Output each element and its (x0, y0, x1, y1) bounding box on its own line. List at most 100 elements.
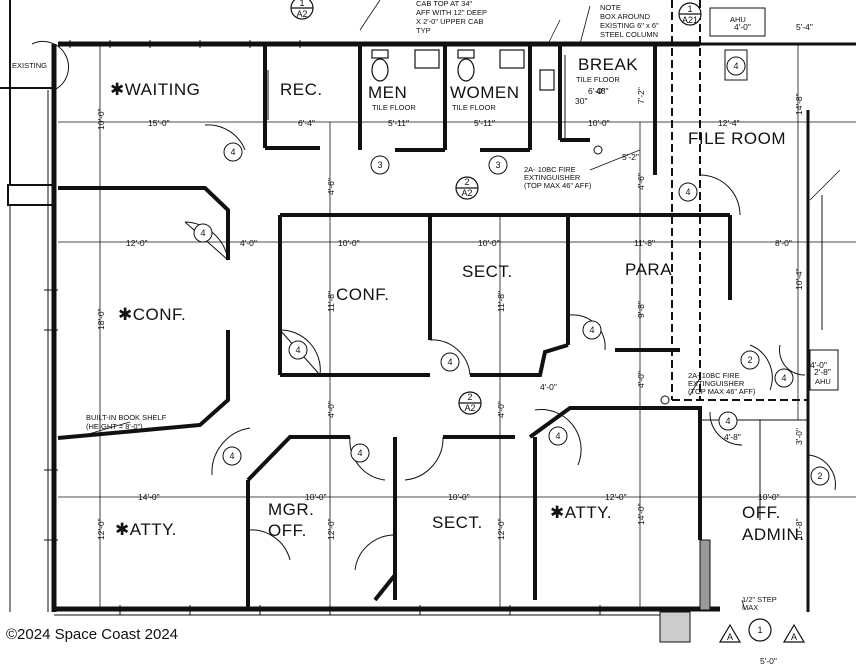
section-callouts (290, 0, 806, 643)
women-floor: TILE FLOOR (452, 103, 496, 112)
note-box-4: STEEL COLUMN (600, 30, 658, 39)
tag-door-4-e: 4 (295, 345, 300, 355)
room-conf-small: CONF. (336, 285, 390, 304)
dim-v-14-8: 14'-8" (794, 93, 804, 115)
label-existing: EXISTING (12, 61, 47, 70)
note-cab-1: CAB TOP AT 34" (416, 0, 473, 8)
dim-4-0-ahu: 4'-0" (810, 360, 827, 370)
note-box-1: NOTE (600, 3, 621, 12)
leader-lines (84, 0, 841, 611)
dim-10-0-sectb: 10'-0" (448, 492, 470, 502)
tag-door-4-j: 4 (555, 431, 560, 441)
room-men: MEN (368, 83, 407, 102)
note-shelf-2: (HEIGHT = 8'-0") (86, 422, 143, 431)
exterior-walls (0, 0, 856, 616)
dim-4-0-diag: 4'-0" (540, 382, 557, 392)
tag-door-3-b: 3 (495, 160, 500, 170)
tag-door-4-h: 4 (229, 451, 234, 461)
dim-12-0: 12'-0" (126, 238, 148, 248)
dim-4-0-top: 4'-0" (734, 22, 751, 32)
note-cab-4: TYP (416, 26, 431, 35)
dim-5-4: 5'-4" (796, 22, 813, 32)
dim-12-0-atty: 12'-0" (605, 492, 627, 502)
dim-12-4: 12'-4" (718, 118, 740, 128)
tag-labels: 4 4 3 3 4 4 4 4 4 4 4 4 2 4 4 2 1 A2 2 A… (200, 0, 822, 642)
tag-sec-low-num: 2 (467, 392, 472, 402)
dim-v-4-0b: 4'-0" (496, 401, 506, 418)
note-ext1-2: EXTINGUISHER (524, 173, 581, 182)
label-ahu-top: AHU (730, 15, 746, 24)
interior-walls (57, 44, 732, 609)
note-box-2: BOX AROUND (600, 12, 651, 21)
dim-11-8: 11'-8" (634, 238, 655, 248)
room-rec: REC. (280, 80, 323, 99)
room-atty-right: ✱ATTY. (550, 503, 612, 522)
dim-30: 30" (575, 96, 587, 106)
window-marks (44, 40, 601, 615)
plumbing-fixtures (371, 49, 555, 91)
dim-v-12-0a: 12'-0" (96, 518, 106, 540)
room-women: WOMEN (450, 83, 520, 102)
dimensions: 15'-0" 6'-4" 5'-11" 5'-11" 10'-0" 12'-4"… (96, 22, 831, 666)
door-tags (193, 56, 830, 486)
tag-sec-top-sheet: A2 (296, 9, 307, 19)
tag-door-3-a: 3 (377, 160, 382, 170)
tag-door-4-l: 4 (725, 416, 730, 426)
tag-door-2-a: 2 (747, 355, 752, 365)
note-ext2-2: EXTINGUISHER (688, 379, 745, 388)
dim-v-12-0b: 12'-0" (326, 518, 336, 540)
dim-5-11b: 5'-11" (474, 118, 495, 128)
dim-6-0: 6'-0" (588, 86, 605, 96)
dim-15-0: 15'-0" (148, 118, 170, 128)
tag-door-4-f: 4 (447, 357, 452, 367)
dim-v-4-6a: 4'-6" (326, 178, 336, 195)
dim-v-10-8: 10'-8" (794, 518, 804, 540)
note-box-3: EXISTING 6" x 6" (600, 21, 659, 30)
dim-48: 48" (596, 86, 608, 96)
note-cab-2: AFF WITH 12" DEEP (416, 8, 487, 17)
tag-sec-right-sheet: A21 (682, 15, 698, 25)
dim-8-0: 8'-0" (775, 238, 792, 248)
note-ext1-1: 2A- 10BC FIRE (524, 165, 576, 174)
dim-5-0: 5'-0" (760, 656, 777, 666)
file-room-dashed (671, 0, 808, 401)
tag-elev-a-left: A (727, 632, 733, 642)
dim-2-8: 2'-8" (814, 367, 831, 377)
tag-door-4-a: 4 (230, 147, 235, 157)
dim-v-10-4: 10'-4" (794, 268, 804, 290)
dim-v-3-0: 3'-0" (794, 428, 804, 445)
tag-door-4-i: 4 (357, 448, 362, 458)
break-floor: TILE FLOOR (576, 75, 620, 84)
room-conf-large: ✱CONF. (118, 305, 186, 324)
tag-door-4-c: 4 (733, 61, 738, 71)
tag-sec-mid-sheet: A2 (461, 188, 472, 198)
tag-sec-bottom-num: 1 (757, 625, 762, 635)
tag-door-4-b: 4 (200, 228, 205, 238)
dim-14-0: 14'-0" (138, 492, 160, 502)
dim-v-11-8a: 11'-8" (326, 291, 336, 312)
room-labels: ✱WAITING REC. MEN WOMEN TILE FLOOR TILE … (12, 15, 831, 544)
dim-10-0-break: 10'-0" (588, 118, 610, 128)
note-step-1: 1/2" STEP (742, 595, 777, 604)
dim-v-18-0: 18'-0" (96, 308, 106, 330)
dim-v-11-8b: 11'-8" (496, 291, 506, 312)
dim-v-9-8: 9'-8" (636, 301, 646, 318)
note-shelf-1: BUILT-IN BOOK SHELF (86, 413, 167, 422)
note-step-2: MAX (742, 603, 758, 612)
steel-column-box (659, 539, 711, 643)
dim-6-4: 6'-4" (298, 118, 315, 128)
dim-4-0-mid: 4'-0" (240, 238, 257, 248)
dim-10-0-mgr: 10'-0" (305, 492, 327, 502)
door-swings (31, 41, 836, 571)
note-cab-3: X 2'-0" UPPER CAB (416, 17, 483, 26)
note-ext2-3: (TOP MAX 46" AFF) (688, 387, 756, 396)
dim-v-10-0: 10'-0" (96, 108, 106, 130)
dim-v-4-6b: 4'-6" (636, 173, 646, 190)
dimension-lines (58, 44, 856, 609)
men-floor: TILE FLOOR (372, 103, 416, 112)
dim-v-12-0c: 12'-0" (496, 518, 506, 540)
tag-sec-right-num: 1 (687, 4, 692, 14)
room-sect-bottom: SECT. (432, 513, 483, 532)
dim-v-7-2: 7'-2" (636, 87, 646, 104)
